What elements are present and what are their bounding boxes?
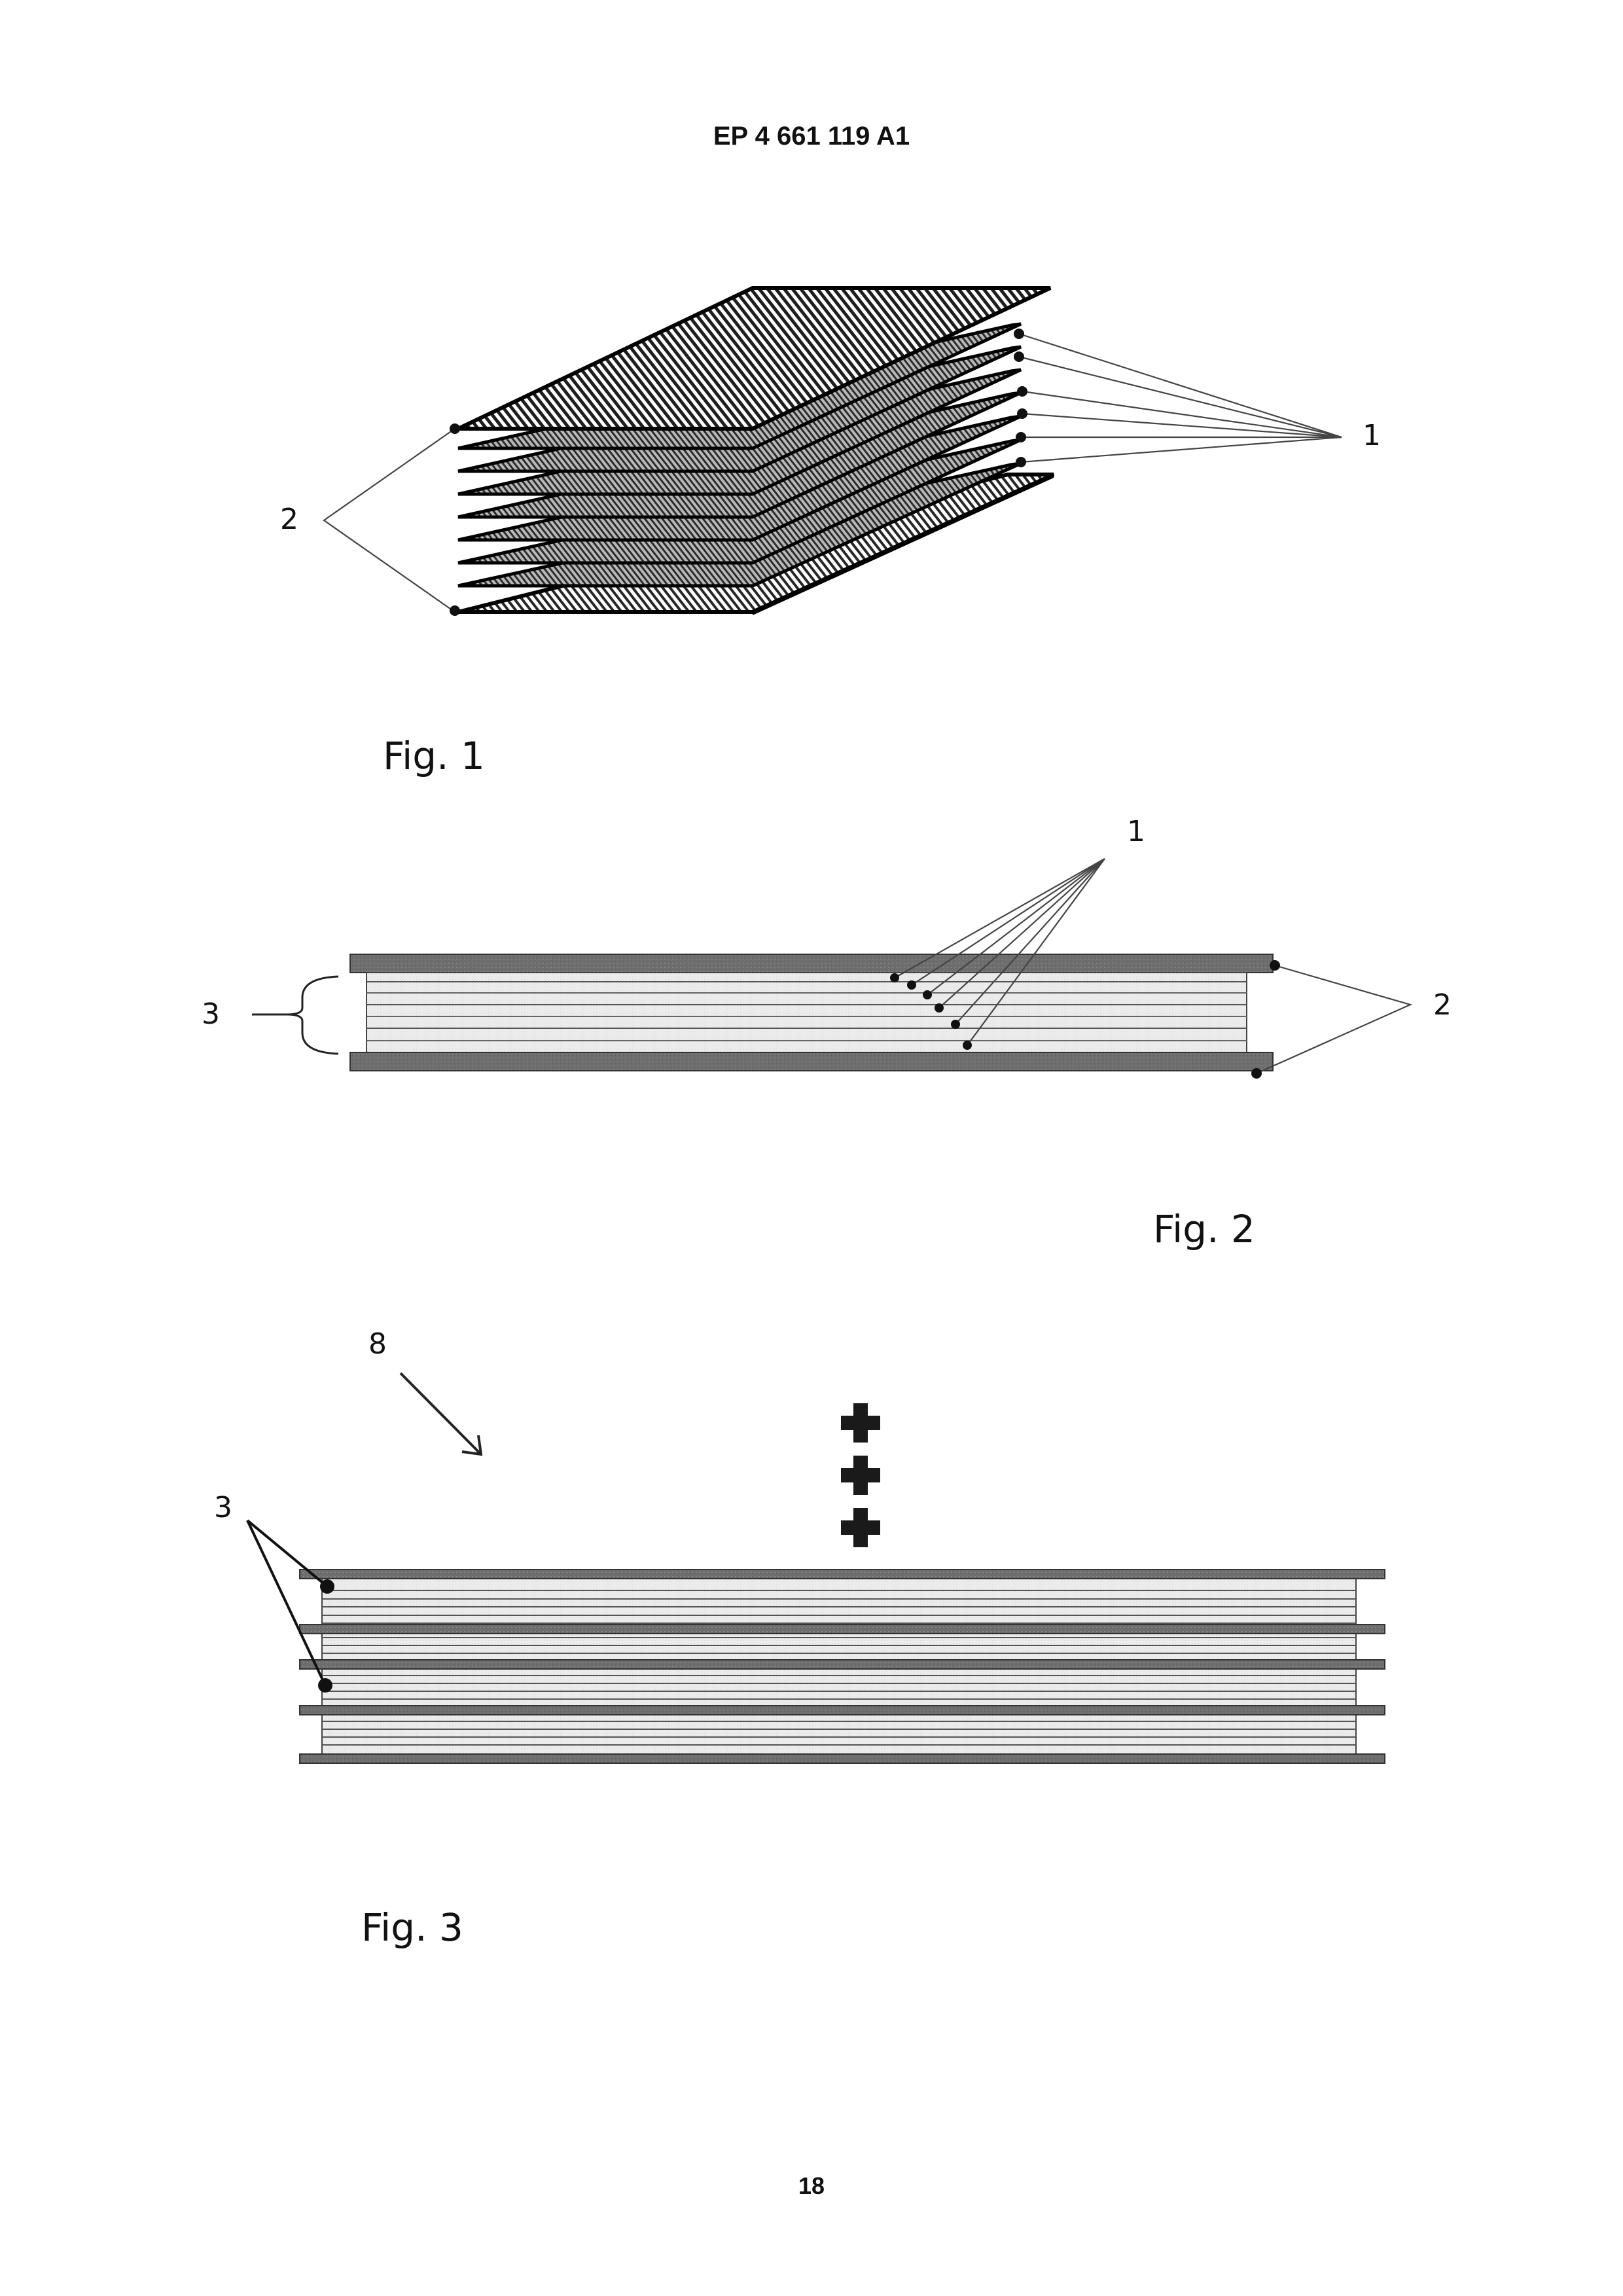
figure-2: 1 2 3 Fig. 2	[202, 815, 1452, 1251]
fig3-laminate-stack	[300, 1570, 1385, 1763]
fig3-outer-layer	[300, 1570, 1385, 1579]
plus-icon	[841, 1456, 880, 1495]
fig3-label-stack-arrow: 8	[368, 1327, 387, 1361]
plus-icon	[841, 1403, 880, 1443]
figure-1: 1 2 Fig. 1	[280, 288, 1381, 778]
fig2-label-outer-layers: 2	[1433, 988, 1452, 1022]
fig2-core-brace	[287, 977, 338, 1054]
fig2-label-sheets: 1	[1127, 815, 1145, 848]
fig3-outer-layer	[300, 1624, 1385, 1634]
fig3-label-laminates: 3	[214, 1491, 232, 1524]
fig3-outer-layer	[300, 1706, 1385, 1715]
fig2-outer-layer-bottom	[350, 1052, 1273, 1071]
fig2-label-core: 3	[202, 997, 220, 1031]
fig1-sheet-stack	[458, 288, 1054, 615]
fig3-arrow	[401, 1373, 481, 1454]
plus-icon	[841, 1508, 880, 1547]
fig3-plus-symbols	[841, 1403, 880, 1547]
fig1-leaders-sheets	[1014, 329, 1342, 467]
fig3-outer-layer	[300, 1660, 1385, 1669]
fig2-core	[366, 973, 1247, 1052]
fig1-label-outer-layers: 2	[280, 503, 298, 536]
fig1-leaders-outer-layers	[324, 423, 460, 616]
fig1-caption: Fig. 1	[383, 734, 485, 778]
publication-number: EP 4 661 119 A1	[713, 122, 910, 151]
fig2-outer-layer-top	[350, 954, 1273, 973]
fig1-label-sheets: 1	[1363, 419, 1381, 452]
fig2-caption: Fig. 2	[1153, 1207, 1255, 1251]
fig3-caption: Fig. 3	[361, 1905, 463, 1950]
fig3-outer-layer	[300, 1754, 1385, 1763]
page-number: 18	[798, 2172, 825, 2199]
fig2-leaders-outer-layers	[1251, 960, 1410, 1079]
figure-3: 8	[214, 1327, 1385, 1950]
